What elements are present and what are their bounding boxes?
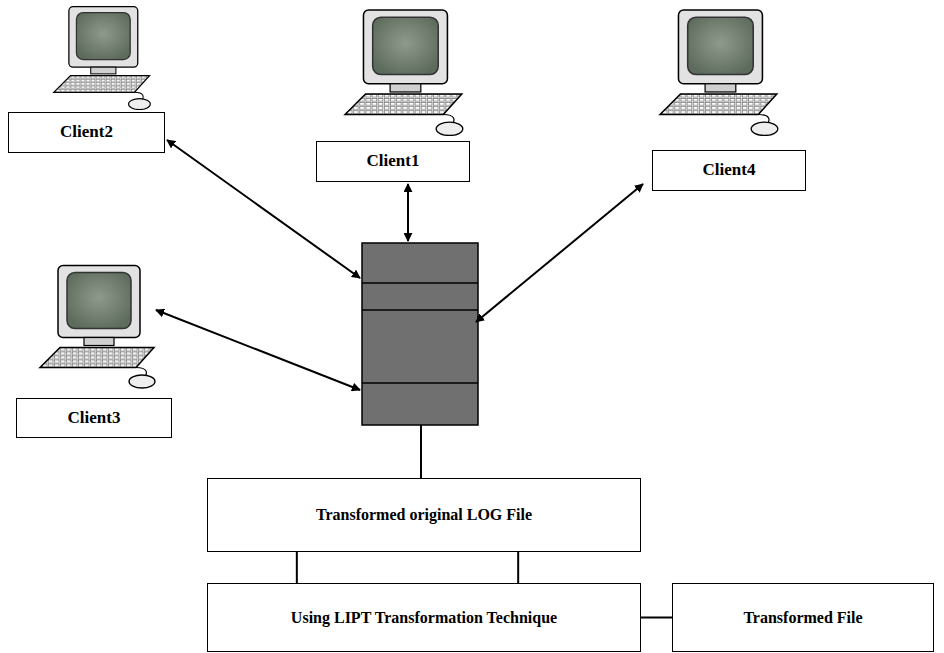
client-server-arrows — [156, 140, 643, 390]
node-text: Client2 — [60, 122, 113, 142]
client-label: Client2 — [8, 112, 165, 153]
process-box: Transformed original LOG File — [207, 478, 641, 552]
client-label: Client4 — [652, 150, 806, 191]
computer-icon — [54, 7, 151, 110]
connector-line — [517, 552, 519, 583]
computer-icon — [345, 10, 463, 135]
process-box: Using LIPT Transformation Technique — [207, 583, 641, 652]
computer-icon — [660, 10, 778, 135]
client-label: Client3 — [16, 398, 172, 438]
server-link — [420, 425, 422, 478]
node-text: Client3 — [68, 408, 121, 428]
client-label: Client1 — [316, 141, 470, 182]
node-text: Using LIPT Transformation Technique — [291, 608, 557, 627]
connector-line — [641, 617, 672, 619]
node-text: Transformed File — [743, 608, 862, 627]
node-text: Client4 — [703, 160, 756, 180]
process-box: Transformed File — [672, 583, 934, 652]
node-text: Transformed original LOG File — [316, 505, 532, 524]
node-text: Client1 — [367, 151, 420, 171]
connector-line — [296, 552, 298, 583]
server-stack — [362, 243, 478, 425]
computer-icon — [40, 266, 155, 389]
